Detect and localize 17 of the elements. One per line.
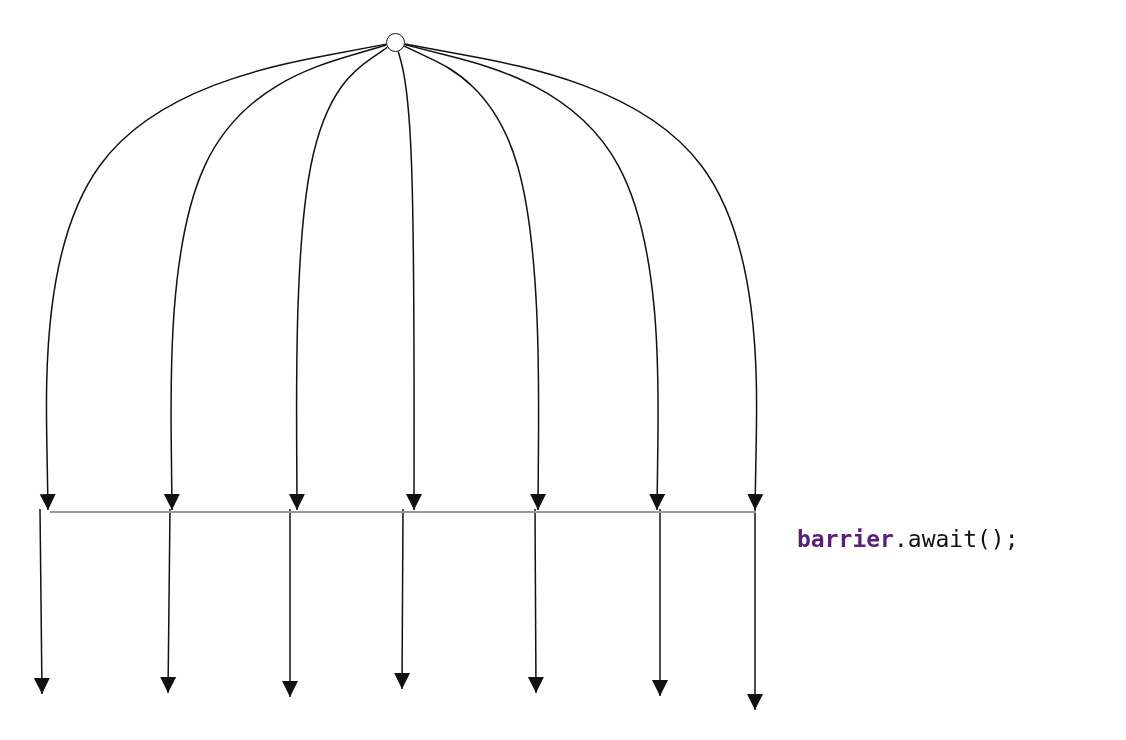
arrow <box>394 508 411 690</box>
arrow <box>397 50 422 511</box>
arrow <box>527 508 544 694</box>
arrow <box>652 508 668 697</box>
arrow <box>39 43 387 511</box>
arrow <box>404 43 666 511</box>
arrow <box>288 46 389 511</box>
arrow <box>747 508 763 711</box>
arrow <box>160 508 177 694</box>
start-circle <box>386 33 405 52</box>
barrier-line <box>50 511 756 515</box>
arrow <box>282 508 298 698</box>
arrow <box>404 43 764 511</box>
arrow <box>163 44 388 511</box>
code-text: barrier.await(); <box>797 526 1019 552</box>
arrow <box>33 508 50 695</box>
arrow <box>403 45 547 511</box>
